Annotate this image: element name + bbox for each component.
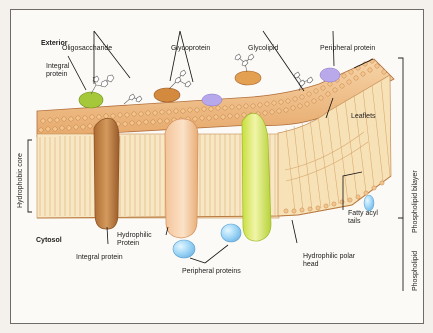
sugar-chain-left — [91, 75, 114, 94]
sugar-chain-mid — [124, 94, 142, 104]
left-integral-protein — [94, 118, 119, 229]
glycolipid-orange-top — [235, 71, 261, 85]
sugar-chain-glycolipid — [235, 54, 254, 72]
hydrophilic-protein-label-2: Protein — [117, 240, 139, 247]
hydrophilic-polar-label-2: head — [303, 261, 319, 268]
blue-peripheral-protein-left — [173, 240, 195, 258]
bilayer-bracket — [398, 58, 403, 218]
green-integral-protein-top — [79, 92, 103, 108]
peripheral-protein-label-top: Peripheral protein — [320, 45, 375, 52]
blue-peripheral-protein-right — [221, 224, 241, 242]
leaflets-label: Leaflets — [351, 113, 376, 120]
hydrophilic-protein-label-1: Hydrophilic — [117, 232, 152, 239]
glycolipid-label: Glycolipid — [248, 45, 278, 52]
blue-peripheral-protein-edge — [364, 195, 374, 211]
integral-protein-label-bottom: Integral protein — [76, 254, 123, 261]
purple-peripheral-protein-left — [202, 94, 222, 106]
hydrophilic-protein — [165, 119, 198, 238]
glycoprotein-label: Glycoprotein — [171, 45, 210, 52]
fatty-acyl-label-2: tails — [348, 218, 361, 225]
phospholipid-label: Phospholipid — [412, 251, 419, 291]
peripheral-proteins-label-bottom: Peripheral proteins — [182, 268, 241, 275]
cytosol-label: Cytosol — [36, 237, 62, 244]
glycoprotein-orange-top — [154, 88, 180, 102]
phospholipid-bilayer-label: Phospholipid bilayer — [412, 170, 419, 233]
hydrophobic-core-label: Hydrophobic core — [17, 153, 24, 208]
hydrophobic-core-bracket — [28, 140, 32, 212]
integral-protein-label-top-1: Integral — [46, 63, 70, 70]
integral-protein-label-top-2: protein — [46, 71, 68, 78]
sugar-chain-glycoprotein — [169, 70, 191, 89]
green-integral-protein — [242, 113, 271, 241]
phospholipid-bracket — [398, 218, 403, 291]
hydrophilic-polar-label-1: Hydrophilic polar — [303, 253, 356, 260]
membrane-body — [37, 59, 394, 218]
fatty-acyl-label-1: Fatty acyl — [348, 210, 378, 217]
oligosaccharide-label: Oligosaccharide — [62, 45, 112, 52]
purple-peripheral-protein-top — [320, 68, 340, 82]
